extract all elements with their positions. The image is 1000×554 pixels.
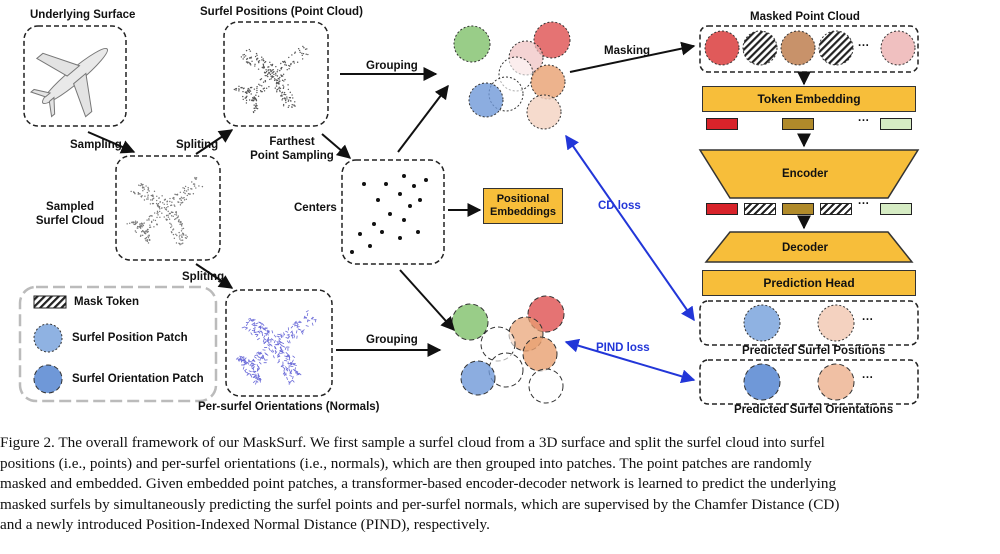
ellipsis: ··· xyxy=(862,314,874,326)
encoder-label: Encoder xyxy=(782,168,829,180)
token-embedding-box: Token Embedding xyxy=(702,86,916,112)
token-brown xyxy=(782,203,814,215)
underlying-surface-label: Underlying Surface xyxy=(30,9,136,21)
airplane-icon xyxy=(30,47,108,118)
ellipsis: ··· xyxy=(858,198,870,210)
positional-embeddings-label-2: Embeddings xyxy=(489,206,556,218)
sampled-surfel-cloud-label-1: Sampled xyxy=(46,201,94,213)
predicted-orientation-patch-orange xyxy=(817,363,855,401)
spliting-top-label: Spliting xyxy=(176,139,219,151)
caption-line-2: positions (i.e., points) and per-surfel … xyxy=(0,454,812,472)
surfel-orientation-patch-legend-icon xyxy=(33,364,63,394)
legend-surfel-orientation-patch-label: Surfel Orientation Patch xyxy=(72,373,204,385)
sampled-surfel-cloud xyxy=(126,176,204,246)
mask-token-legend-icon xyxy=(33,295,67,309)
grouping-bottom-label: Grouping xyxy=(366,334,418,346)
sampling-label: Sampling xyxy=(70,139,122,151)
legend-surfel-position-patch-label: Surfel Position Patch xyxy=(72,332,188,344)
caption-line-1: Figure 2. The overall framework of our M… xyxy=(0,434,825,451)
ellipsis: ··· xyxy=(862,372,874,384)
center-points xyxy=(350,174,428,254)
grouping-top-label: Grouping xyxy=(366,60,418,72)
mask-token xyxy=(744,203,776,215)
per-surfel-normals-cloud xyxy=(235,310,317,385)
legend-box xyxy=(18,285,218,403)
figure-caption: Figure 2. The overall framework of our M… xyxy=(0,433,995,536)
prediction-head-box: Prediction Head xyxy=(702,270,916,296)
surfel-positions-label: Surfel Positions (Point Cloud) xyxy=(200,6,363,18)
predicted-positions-box xyxy=(699,300,919,346)
predicted-position-patch-blue xyxy=(743,304,781,342)
masked-point-cloud-label: Masked Point Cloud xyxy=(750,11,860,23)
token-red xyxy=(706,203,738,215)
flow-arrows xyxy=(87,41,811,357)
decoder-label: Decoder xyxy=(782,242,829,254)
masking-label: Masking xyxy=(604,45,651,57)
predicted-surfel-positions-label: Predicted Surfel Positions xyxy=(742,345,886,357)
token-red xyxy=(706,118,738,130)
surfel-positions-point-cloud xyxy=(233,45,309,114)
surfel-position-patch-legend-icon xyxy=(33,323,63,353)
token-lightgreen xyxy=(880,118,912,130)
centers-label: Centers xyxy=(294,202,337,214)
sampled-surfel-cloud-label-2: Surfel Cloud xyxy=(35,215,105,227)
surfel-positions-box xyxy=(223,21,329,127)
pind-loss-arrow xyxy=(564,338,696,384)
position-patches xyxy=(453,21,571,130)
ellipsis: ··· xyxy=(858,115,870,127)
diagram-canvas xyxy=(18,21,920,405)
sampled-surfel-cloud-box xyxy=(115,155,221,261)
mask-token xyxy=(820,203,852,215)
spliting-bottom-label: Spliting xyxy=(182,271,225,283)
predicted-orientation-patch-blue xyxy=(743,363,781,401)
caption-line-4: masked surfels by simultaneously predict… xyxy=(0,495,840,513)
pind-loss-label: PIND loss xyxy=(596,342,650,354)
predicted-position-patch-orange xyxy=(817,304,855,342)
ellipsis: ··· xyxy=(858,40,870,52)
positional-embeddings-box: Positional Embeddings xyxy=(483,188,563,224)
framework-diagram: Positional Embeddings Token Embedding Pr… xyxy=(18,6,920,416)
legend-mask-token-label: Mask Token xyxy=(74,296,139,308)
decoder-block xyxy=(704,231,914,263)
masked-patches xyxy=(704,30,916,66)
predicted-orientations-box xyxy=(699,359,919,405)
per-surfel-orientations-box xyxy=(225,289,333,397)
cd-loss-label: CD loss xyxy=(598,200,641,212)
farthest-point-sampling-label-2: Point Sampling xyxy=(250,150,334,162)
positional-embeddings-label-1: Positional xyxy=(496,193,550,205)
predicted-surfel-orientations-label: Predicted Surfel Orientations xyxy=(734,404,894,416)
per-surfel-orientations-label: Per-surfel Orientations (Normals) xyxy=(198,401,380,413)
orientation-patches xyxy=(451,295,565,404)
cd-loss-arrow xyxy=(565,134,695,322)
caption-line-3: masked and embedded. Given embedded poin… xyxy=(0,475,837,492)
farthest-point-sampling-label-1: Farthest xyxy=(269,136,315,148)
caption-line-5: and a newly introduced Position-Indexed … xyxy=(0,516,490,533)
token-brown xyxy=(782,118,814,130)
centers-box xyxy=(341,159,445,265)
token-lightgreen xyxy=(880,203,912,215)
encoder-block xyxy=(698,149,920,199)
masked-point-cloud-box xyxy=(699,25,919,73)
underlying-surface-box xyxy=(23,25,127,127)
